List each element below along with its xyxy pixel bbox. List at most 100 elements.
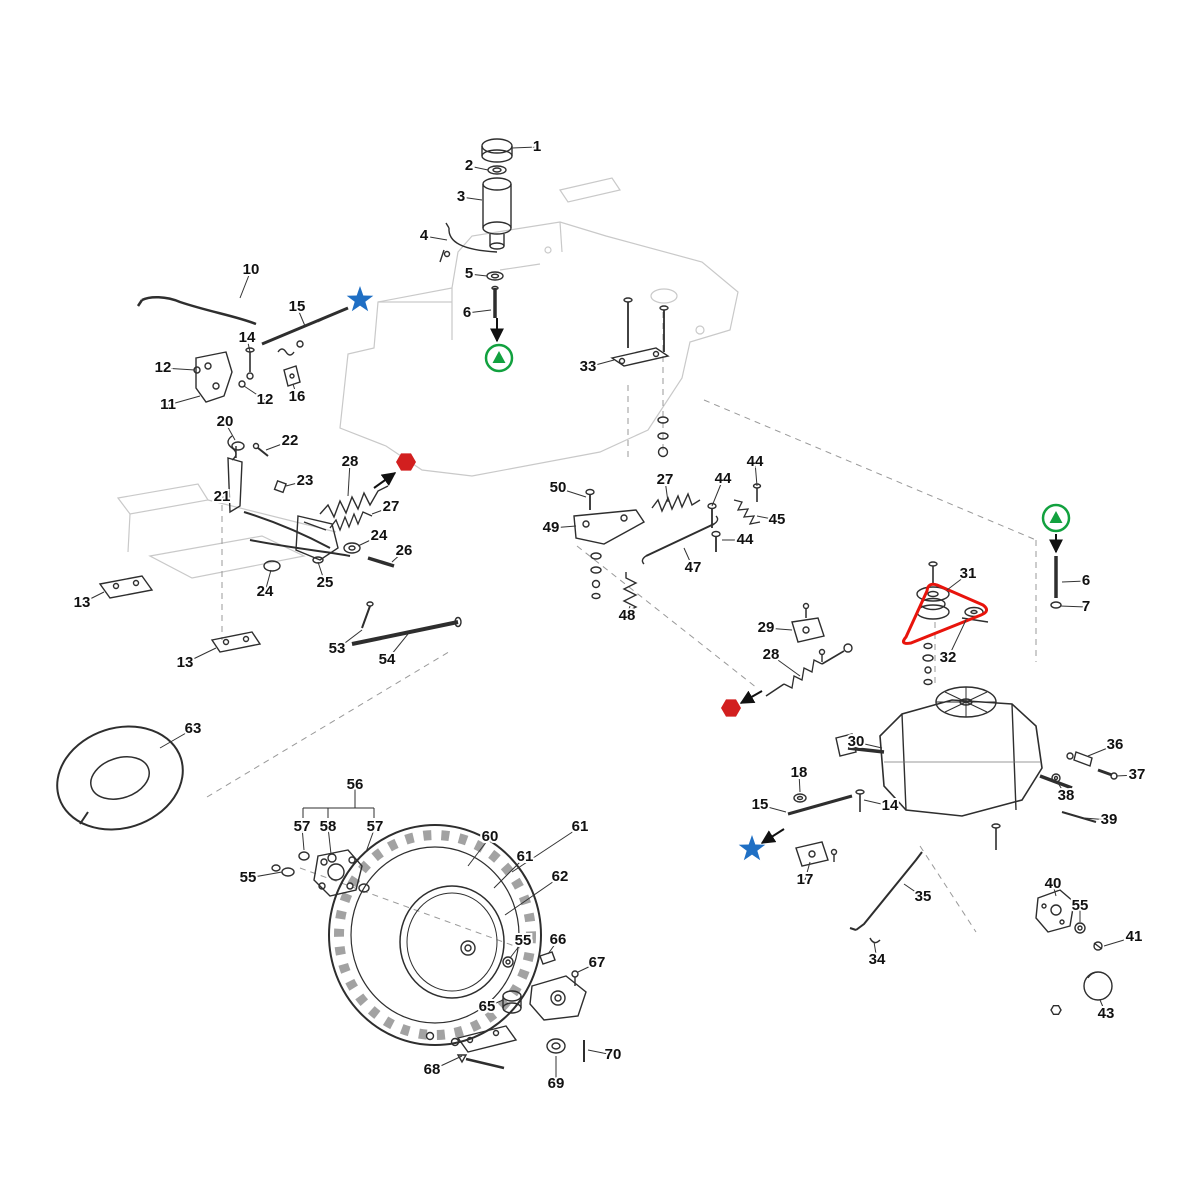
part-number-label: 56 [347,776,364,793]
part-callout-11: 11 [158,394,201,415]
ghost-chassis [116,177,739,579]
bolt-part-67 [571,970,579,978]
part-number-label: 24 [371,527,388,544]
part-callout-1: 1 [511,136,543,157]
bushing-part-24b [263,560,281,572]
plate-part-13 [98,575,154,599]
part-callout-44: 44 [722,529,756,550]
part-callout-15: 15 [287,296,307,327]
part-callout-61: 61 [493,846,535,889]
cap-part-1 [481,138,513,154]
part-callout-44: 44 [711,468,734,507]
part-callout-47: 47 [683,547,703,578]
part-callout-55: 55 [1070,895,1090,922]
part-number-label: 60 [482,828,499,845]
part-number-label: 10 [243,261,260,278]
arrow-to-red-hex-bottom [739,690,763,704]
washer-part-69 [546,1038,566,1054]
part-number-label: 67 [589,954,606,971]
part-number-label: 40 [1045,875,1062,892]
part-callout-23: 23 [285,470,315,491]
part-number-label: 61 [572,818,589,835]
part-number-label: 57 [294,818,311,835]
part-callout-65: 65 [477,996,504,1017]
pedal-pad-part-25 [295,515,339,561]
part-number-label: 45 [769,511,786,528]
part-number-label: 62 [552,868,569,885]
part-number-label: 6 [1082,572,1090,589]
part-number-label: 41 [1126,928,1143,945]
part-callout-60: 60 [467,826,500,867]
part-callout-14: 14 [237,327,258,353]
handle-rod-part-10 [136,296,257,326]
part-number-label: 5 [465,265,473,282]
inner-tube-part-63 [56,725,184,831]
part-callout-38: 38 [1056,782,1076,806]
part-callout-26: 26 [391,540,414,563]
fitting-part-37 [1097,768,1113,777]
spring-part-27m [651,492,701,513]
bearing-part-58 [327,853,337,863]
reservoir-group [439,138,513,318]
part-callout-32: 32 [938,619,967,668]
clip-part-16 [283,365,301,387]
arrow-to-blue-star-bottom [760,828,785,844]
part-number-label: 29 [758,619,775,636]
part-callout-66: 66 [547,929,568,955]
nut-part-7 [1050,601,1062,609]
part-callout-10: 10 [239,259,261,299]
part-callout-33: 33 [578,356,615,377]
direction-arrows [373,318,1063,844]
blue-star-marker [346,286,374,312]
tire-part-60 [328,824,542,1046]
part-number-label: 70 [605,1046,622,1063]
part-callout-29: 29 [756,617,793,638]
washer-part-5 [486,271,504,281]
red-hexagon-marker [721,699,741,717]
part-number-label: 21 [214,488,231,505]
part-number-label: 26 [396,542,413,559]
ring-part-18 [793,793,807,803]
part-number-label: 30 [848,733,865,750]
part-callout-25: 25 [315,561,335,593]
spring-part-45 [733,499,761,525]
part-callout-28: 28 [761,644,801,677]
part-number-label: 37 [1129,766,1146,783]
part-callout-48: 48 [617,605,638,626]
steering-bracket [529,975,587,1021]
part-callout-55: 55 [509,930,533,959]
part-callout-37: 37 [1115,764,1147,785]
bolt-under-68 [465,1057,505,1070]
part-number-label: 22 [282,432,299,449]
part-callout-39: 39 [1083,809,1119,830]
part-number-label: 44 [715,470,732,487]
bracket-part-4 [445,222,498,253]
part-number-label: 65 [479,998,496,1015]
blue-star-marker [738,835,766,861]
part-callout-31: 31 [946,563,978,591]
wheel-group [56,725,587,1070]
pedal-arm [243,511,331,549]
part-callout-35: 35 [903,883,933,907]
spring-part-48 [622,572,638,613]
plate-part-13b [210,631,262,653]
part-callout-6: 6 [1061,570,1092,591]
part-number-label: 43 [1098,1005,1115,1022]
pulley-part-31 [916,586,950,602]
part-callout-43: 43 [1096,999,1116,1024]
rim-part-62 [406,892,498,992]
spring-part-27 [329,511,373,532]
part-callout-24: 24 [255,569,276,602]
washer-part-55b [502,956,514,968]
part-callout-57: 57 [292,816,312,851]
part-callout-44: 44 [745,451,766,487]
pin-part-26 [367,556,395,568]
part-callout-36: 36 [1087,734,1125,757]
part-callout-21: 21 [212,486,233,507]
part-number-label: 54 [379,651,396,668]
hub-part-40 [1035,889,1075,933]
part-number-label: 28 [763,646,780,663]
